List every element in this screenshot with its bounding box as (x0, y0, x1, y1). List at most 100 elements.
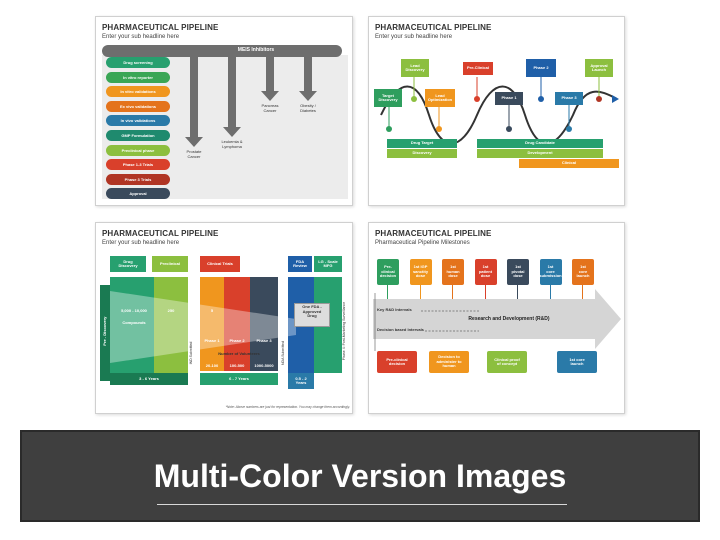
slide-3-phase-3: Phase 3 (256, 338, 272, 343)
slide-2-wave-diagram (380, 77, 619, 145)
banner-underline (157, 504, 567, 505)
slide-1-header-bar (102, 45, 342, 57)
slide-4-top-connector (582, 285, 583, 299)
slide-3-tag-lg-scale-mfg: LG - Scale MFG (314, 256, 342, 272)
slide-4-rd-arrow (373, 289, 621, 351)
slide-1-stage-pill: Approval (106, 188, 170, 200)
slide-3-tag-drug-discovery: Drug Discovery (110, 256, 146, 272)
slide-1-header-bar-label: MEIS Inhibitors (237, 47, 275, 53)
slide-3-phase-3-column (250, 277, 278, 361)
slide-4-top-milestone: Pre- clinical decision (377, 259, 399, 285)
slide-1-stage-pill: Drug screening (106, 57, 170, 68)
slide-3-tag-fda-review: FDA Review (288, 256, 312, 272)
slide-4-top-connector (517, 285, 518, 299)
slide-3-thumbnail[interactable]: PHARMACEUTICAL PIPELINE Enter your sub h… (95, 222, 353, 414)
slide-1-target-label: Prostate Cancer (186, 149, 202, 159)
slide-4-top-connector (549, 285, 551, 299)
slide-2-milestone-pre-clinical: Pre-Clinical (463, 62, 493, 75)
slide-2-bar-drug-candidate: Drug Candidate (477, 139, 603, 148)
slide-1-title: PHARMACEUTICAL PIPELINE (102, 23, 219, 32)
slide-3-clinical-count: 5 (210, 308, 214, 313)
slide-3-years-review: 0.5 - 2 Years (288, 373, 314, 389)
slide-4-top-milestone: 1st patient dose (474, 259, 497, 285)
slide-1-target-arrow (185, 57, 203, 147)
slide-3-volunteers-label: Number of Volunteers (218, 351, 260, 356)
slide-3-tag-clinical-trials: Clinical Trials (200, 256, 240, 272)
slide-3-ind-submitted: IND Submitted (188, 341, 193, 365)
slide-1-stage-pill: In vitro reporter (106, 71, 170, 83)
section-banner: Multi-Color Version Images (20, 430, 700, 522)
slide-3-preclinical-column (154, 277, 188, 385)
slide-4-title: PHARMACEUTICAL PIPELINE (375, 229, 492, 238)
slide-3-volunteers-2: 100-500 (224, 361, 250, 371)
slide-4-bottom-milestone: 1st core launch (557, 351, 597, 373)
slide-1-target-arrow (299, 57, 317, 101)
slide-3-years-discovery: 3 - 6 Years (110, 373, 188, 385)
slide-3-compounds: 5,000 - 10,000 (121, 308, 147, 313)
slide-3-note: *Note: Above numbers are just for repres… (225, 405, 350, 409)
slide-3-nda-submitted: NDA Submitted (280, 341, 285, 365)
slide-1-stage-pill: In vivo validations (106, 115, 170, 127)
slide-3-phase-4-label: Phase 4: Post-Marketing Surveillance (341, 301, 346, 361)
slide-2-milestone-approval-launch: Approval Launch (585, 59, 613, 77)
slide-3-approved-drug: One FDA - Approved Drug (302, 304, 322, 319)
slide-2-thumbnail[interactable]: PHARMACEUTICAL PIPELINE Enter your sub h… (368, 16, 625, 206)
slide-1-stage-pill: GMP Formulation (106, 130, 170, 141)
slide-4-top-milestone: 1st human dose (442, 259, 464, 285)
slide-2-bar-clinical: Clinical (519, 159, 619, 168)
slide-4-top-connector (387, 285, 388, 299)
slide-3-phase-2: Phase 2 (229, 338, 245, 343)
slide-3-compounds-label: Compounds (122, 320, 146, 325)
slide-2-subtitle: Enter your sub headline here (375, 34, 453, 40)
slide-1-stage-pill: In vitro validations (106, 86, 170, 98)
slide-3-volunteers-1: 20-100 (200, 361, 224, 371)
slide-4-subtitle: Pharmaceutical Pipeline Milestones (375, 240, 470, 246)
slide-3-years-clinical: 6 - 7 Years (200, 373, 278, 385)
slide-3-side-label: Pre - Discovery (101, 316, 107, 346)
slide-1-stage-pill: Phase 1-3 Trials (106, 159, 170, 171)
slide-4-top-milestone: 1st pivotal dose (507, 259, 529, 285)
slide-4-top-milestone: 1st core submission (539, 259, 562, 285)
slide-3-discovery-column (110, 277, 154, 385)
slide-3-tag-preclinical: Preclinical (152, 256, 188, 272)
slide-1-target-label: Leukemia & Lymphoma (221, 139, 243, 149)
slide-1-thumbnail[interactable]: PHARMACEUTICAL PIPELINE Enter your sub h… (95, 16, 353, 206)
slide-2-milestone-phase-2: Phase 2 (526, 59, 556, 77)
slide-3-fda-column (288, 277, 314, 385)
slide-4-top-milestone: 1st IGP sanctity dose (409, 259, 432, 285)
slide-4-rd-label: Research and Development (R&D) (468, 316, 550, 322)
slide-1-target-arrow (223, 57, 241, 137)
slide-3-phase-1: Phase 1 (204, 338, 220, 343)
slide-4-top-connector (484, 285, 486, 299)
slide-4-thumbnail[interactable]: PHARMACEUTICAL PIPELINE Pharmaceutical P… (368, 222, 625, 414)
slide-4-decision-intervals: Decision based Intervals (377, 327, 424, 332)
slide-1-stage-pill: Phase 3 Trials (106, 173, 170, 185)
slide-1-stage-pill: Preclinical phase (106, 144, 170, 156)
slide-1-stage-pill: Ex vivo validations (106, 100, 170, 112)
slide-2-milestone-lead-optimization: Lead Optimization (425, 89, 455, 107)
slide-2-bar-drug-target: Drug Target (387, 139, 457, 148)
banner-title: Multi-Color Version Images (153, 458, 567, 494)
slide-3-phase-2-column (224, 277, 250, 361)
slide-3-phase-1-column (200, 277, 224, 361)
slide-4-bottom-milestone: Pre-clinical decision (377, 351, 417, 373)
slide-2-bar-discovery: Discovery (387, 149, 457, 158)
slide-3-volunteers-3: 1000-5000 (250, 361, 278, 371)
slide-3-funnel (110, 291, 296, 363)
slide-2-bar-development: Development (477, 149, 603, 158)
slide-3-title: PHARMACEUTICAL PIPELINE (102, 229, 219, 238)
slide-1-target-label: Pancreas Cancer (261, 103, 279, 113)
slide-4-bottom-milestone: Decision to administer to human (429, 351, 469, 373)
slide-2-milestone-phase-3: Phase 3 (555, 92, 583, 105)
slide-2-milestone-lead-discovery: Lead Discovery (401, 59, 429, 77)
slide-4-key-intervals: Key R&D Intervals (377, 307, 412, 312)
slide-4-top-milestone: 1st core launch (572, 259, 594, 285)
slide-2-milestone-target-discovery: Target Discovery (374, 89, 402, 107)
slide-3-subtitle: Enter your sub headline here (102, 240, 180, 246)
slide-4-top-connector (419, 285, 421, 299)
slide-1-target-label: Obesity / Diabetes (300, 103, 316, 113)
slide-2-milestone-phase-1: Phase 1 (495, 92, 523, 105)
slide-3-preclinical-count: 250 (167, 308, 175, 313)
slide-2-title: PHARMACEUTICAL PIPELINE (375, 23, 492, 32)
slide-3-approved-drug-box (294, 303, 330, 327)
